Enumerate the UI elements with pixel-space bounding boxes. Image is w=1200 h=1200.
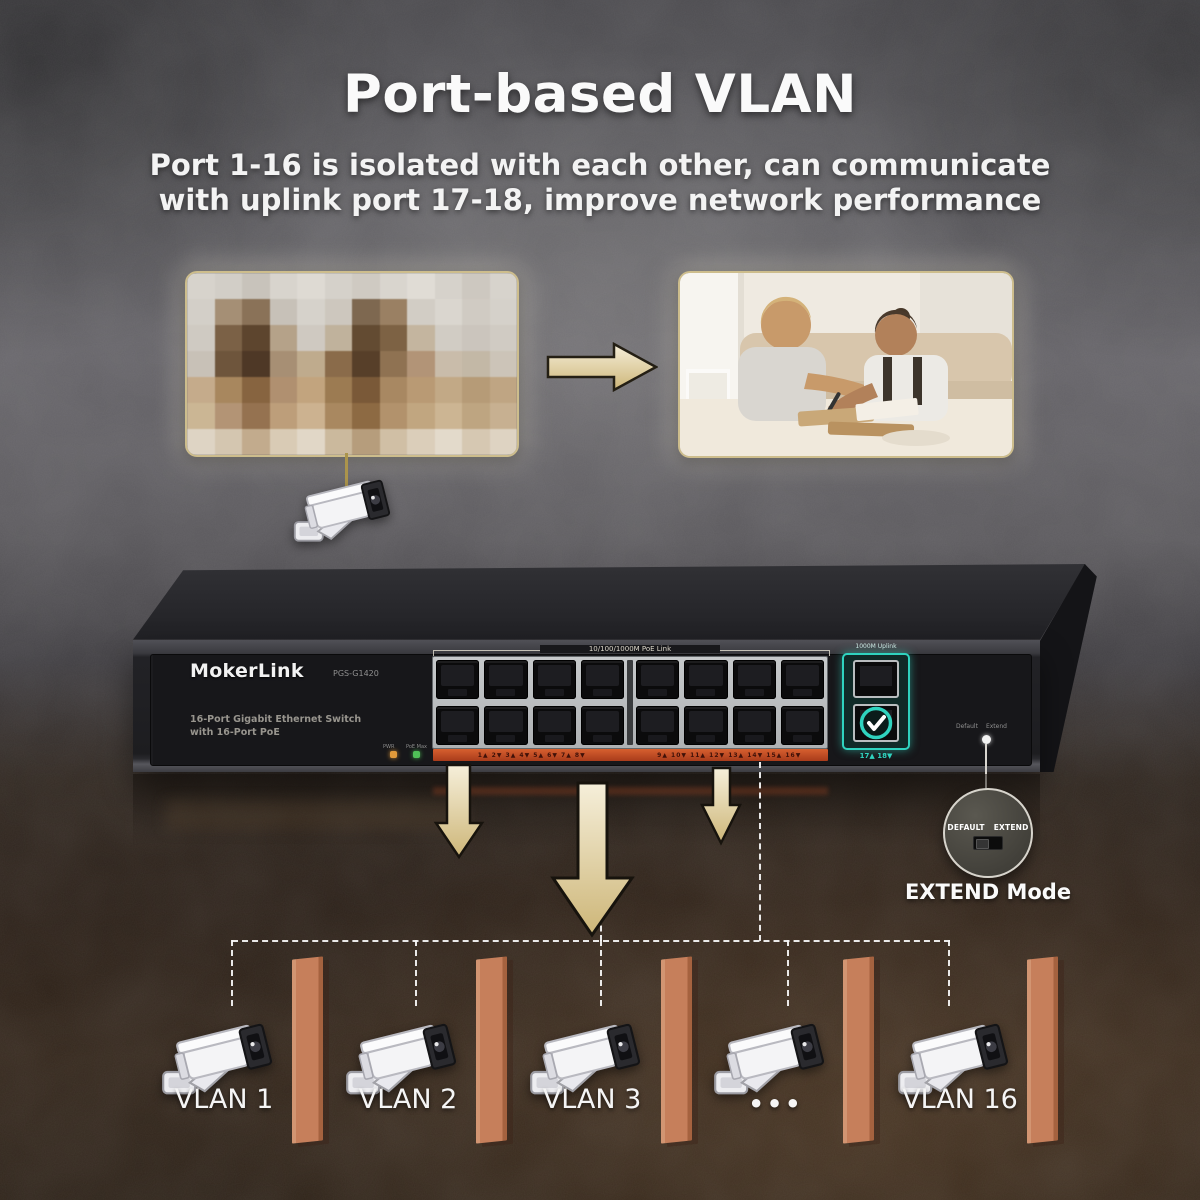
mode-labels: Default Extend — [956, 723, 1020, 730]
mode-label-default: Default — [956, 723, 978, 730]
pointer-dot — [982, 735, 991, 744]
rj45-port — [684, 660, 728, 699]
port-group-1 — [436, 660, 624, 745]
rj45-port — [636, 660, 680, 699]
rj45-port — [684, 706, 728, 745]
model-number: PGS-G1420 — [333, 669, 379, 678]
rj45-port — [580, 660, 624, 699]
vlan-bus-line — [232, 940, 950, 942]
rj45-port — [580, 706, 624, 745]
logo-reflection — [165, 800, 465, 830]
vlan-drop-line — [600, 940, 602, 1006]
rj45-port — [780, 706, 824, 745]
rj45-port — [732, 706, 776, 745]
vlan-drop-line — [231, 940, 233, 1006]
vlan-drop-line — [415, 940, 417, 1006]
mode-toggle-switch[interactable] — [973, 836, 1003, 850]
switch-description-line-2: with 16-Port PoE — [190, 726, 280, 738]
port-group-label: 10/100/1000M PoE Link — [540, 645, 720, 653]
pixelated-mosaic — [187, 273, 517, 455]
camera-icon — [293, 477, 391, 542]
mode-label-extend: Extend — [985, 723, 1007, 730]
rj45-port — [436, 706, 480, 745]
vlan-label: VLAN 2 — [358, 1084, 458, 1115]
uplink-label: 1000M Uplink — [855, 643, 897, 650]
rj45-port — [636, 706, 680, 745]
rj45-port — [532, 706, 576, 745]
extend-mode-caption: EXTEND Mode — [904, 880, 1072, 904]
switch-drop-line — [759, 762, 761, 941]
vlan-label: VLAN 1 — [174, 1084, 274, 1115]
rj45-port — [436, 660, 480, 699]
down-arrow-icon — [433, 763, 485, 860]
page-title: Port-based VLAN — [343, 64, 857, 125]
port-group-2 — [636, 660, 824, 745]
port-number-strip: 1▲ 2▼ 3▲ 4▼ 5▲ 6▼ 7▲ 8▼ 9▲ 10▼ 11▲ 12▼ 1… — [433, 749, 828, 761]
port-numbers-left: 1▲ 2▼ 3▲ 4▼ 5▲ 6▼ 7▲ 8▼ — [477, 751, 586, 759]
clear-photo — [678, 271, 1014, 458]
power-led — [390, 751, 397, 758]
rj45-port — [484, 660, 528, 699]
uplink-port-17 — [853, 660, 899, 698]
down-arrow-icon — [550, 781, 635, 938]
switch-description-line-1: 16-Port Gigabit Ethernet Switch — [190, 714, 362, 725]
rj45-port — [532, 660, 576, 699]
poe-led-label: PoE Max — [406, 744, 427, 750]
vlan-drop-line — [948, 940, 950, 1006]
port-block — [432, 656, 828, 749]
pwr-led-label: PWR — [383, 744, 395, 750]
extend-label: EXTEND — [993, 823, 1029, 832]
isolation-wall — [661, 956, 692, 1144]
subtitle-line-1: Port 1-16 is isolated with each other, c… — [149, 148, 1051, 182]
transform-arrow-icon — [546, 342, 658, 392]
rj45-port — [780, 660, 824, 699]
vlan-ellipsis: ••• — [748, 1090, 804, 1118]
isolation-wall — [476, 956, 507, 1144]
subtitle-line-2: with uplink port 17-18, improve network … — [158, 183, 1042, 217]
blurred-photo — [185, 271, 519, 457]
extend-mode-magnifier: DEFAULT EXTEND — [943, 788, 1033, 878]
clear-photo-illustration — [680, 273, 1012, 456]
isolation-wall — [292, 956, 323, 1144]
brand-logo: MokerLink — [190, 660, 304, 682]
vlan-label: VLAN 3 — [542, 1084, 642, 1115]
uplink-port-numbers: 17▲ 18▼ — [859, 752, 893, 760]
vlan-drop-line — [787, 940, 789, 1006]
rj45-port — [484, 706, 528, 745]
poe-led — [413, 751, 420, 758]
default-label: DEFAULT — [947, 823, 985, 832]
switch-top-face — [133, 564, 1086, 640]
switch-description: 16-Port Gigabit Ethernet Switch with 16-… — [190, 714, 361, 739]
isolation-wall — [1027, 956, 1058, 1144]
rj45-port — [732, 660, 776, 699]
port-group-divider — [627, 660, 633, 745]
down-arrow-icon — [699, 766, 743, 846]
check-icon — [859, 706, 893, 740]
vlan-label: VLAN 16 — [902, 1084, 1018, 1115]
port-numbers-right: 9▲ 10▼ 11▲ 12▼ 13▲ 14▼ 15▲ 16▼ — [657, 751, 802, 759]
